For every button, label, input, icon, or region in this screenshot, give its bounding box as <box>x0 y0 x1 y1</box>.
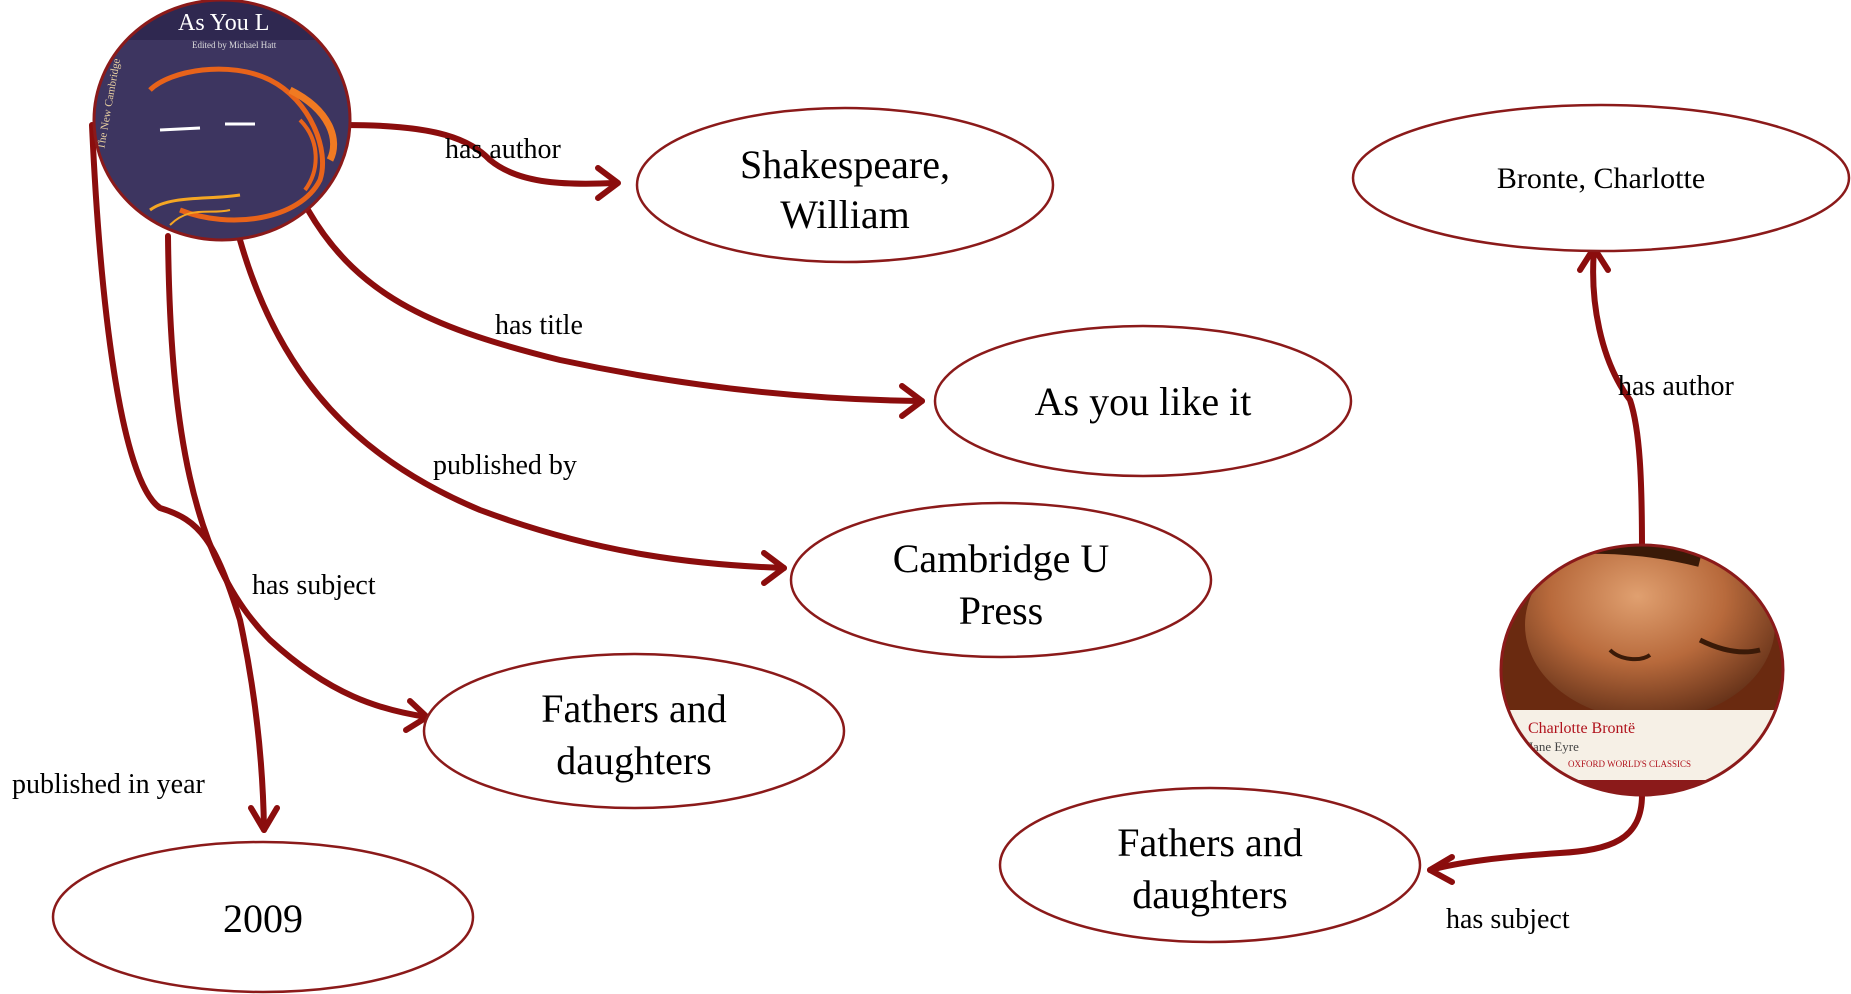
edge-has-author <box>342 122 621 201</box>
node-publisher-line1: Cambridge U <box>893 536 1110 581</box>
edge-published-by <box>237 237 787 586</box>
node-year: 2009 <box>51 840 475 994</box>
edge-label-published-by: published by <box>433 450 577 481</box>
book-cover-jane-eyre: Charlotte Brontë Jane Eyre OXFORD WORLD'… <box>1499 543 1785 797</box>
edge-published-in-year <box>89 122 280 833</box>
cover-subtext: Edited by Michael Hatt <box>192 40 277 50</box>
edge-label-has-author: has author <box>445 134 562 165</box>
node-title: As you like it <box>933 324 1353 478</box>
node-book2-subject-line2: daughters <box>1132 872 1288 917</box>
node-bronte-label: Bronte, Charlotte <box>1497 162 1705 195</box>
node-book2-subject-line1: Fathers and <box>1117 820 1303 865</box>
book-cover-as-you-like-it: As You L Edited by Michael Hatt The New … <box>92 0 352 242</box>
node-subject: Fathers and daughters <box>422 652 846 810</box>
cover2-series: OXFORD WORLD'S CLASSICS <box>1568 759 1691 769</box>
node-title-label: As you like it <box>1035 379 1252 424</box>
node-publisher-line2: Press <box>959 588 1043 633</box>
edge-label-has-subject: has subject <box>252 570 376 601</box>
cover2-author: Charlotte Brontë <box>1528 720 1635 737</box>
node-author-line2: William <box>780 192 909 237</box>
edge-has-subject <box>165 233 430 733</box>
node-author-bronte: Bronte, Charlotte <box>1351 103 1851 253</box>
node-publisher: Cambridge U Press <box>789 501 1213 659</box>
edge-label-published-in-year: published in year <box>12 769 206 800</box>
edge-label-has-title: has title <box>495 310 583 341</box>
node-subject-line2: daughters <box>556 738 712 783</box>
node-book2-subject: Fathers and daughters <box>998 786 1422 944</box>
cover-title-text: As You L <box>178 10 269 36</box>
node-year-label: 2009 <box>223 896 303 941</box>
edge-label-book2-has-subject: has subject <box>1446 904 1570 935</box>
cover2-title: Jane Eyre <box>1528 739 1579 754</box>
node-subject-line1: Fathers and <box>541 686 727 731</box>
node-author-line1: Shakespeare, <box>740 142 950 187</box>
edge-label-book2-has-author: has author <box>1618 371 1735 402</box>
edge-has-title <box>305 207 925 419</box>
node-author-shakespeare: Shakespeare, William <box>635 106 1055 264</box>
edge-book2-has-subject <box>1427 792 1645 885</box>
